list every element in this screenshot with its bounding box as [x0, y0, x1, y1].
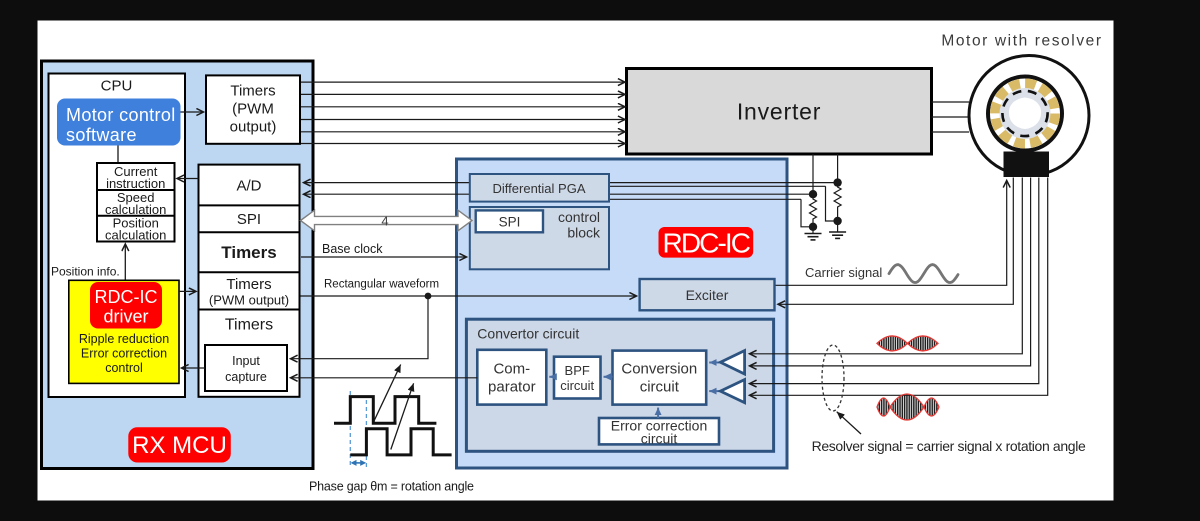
svg-text:Speed: Speed — [117, 190, 155, 205]
svg-text:parator: parator — [488, 379, 536, 396]
svg-text:Rectangular waveform: Rectangular waveform — [324, 279, 439, 291]
svg-text:Ripple reduction: Ripple reduction — [79, 332, 169, 346]
svg-text:Error correction: Error correction — [611, 418, 707, 434]
svg-text:SPI: SPI — [499, 214, 521, 229]
svg-text:output): output) — [230, 119, 277, 136]
svg-text:circuit: circuit — [560, 378, 594, 393]
svg-text:Motor control: Motor control — [66, 105, 176, 125]
svg-text:Timers: Timers — [226, 276, 271, 293]
svg-text:RDC-IC: RDC-IC — [663, 228, 751, 259]
svg-text:control: control — [105, 361, 143, 375]
svg-text:Com-: Com- — [493, 361, 530, 378]
svg-text:calculation: calculation — [105, 202, 166, 217]
svg-text:Phase gap θm = rotation angle: Phase gap θm = rotation angle — [309, 480, 474, 494]
svg-text:calculation: calculation — [105, 228, 166, 243]
svg-text:Current: Current — [114, 164, 158, 179]
svg-text:block: block — [567, 224, 601, 240]
svg-text:RX MCU: RX MCU — [132, 432, 227, 459]
svg-text:4: 4 — [381, 214, 388, 229]
svg-text:RDC-IC: RDC-IC — [95, 287, 158, 307]
svg-text:driver: driver — [103, 307, 148, 327]
svg-text:Timers: Timers — [225, 317, 273, 334]
svg-text:(PWM output): (PWM output) — [209, 293, 289, 308]
svg-text:Base clock: Base clock — [322, 242, 383, 256]
svg-text:software: software — [66, 125, 137, 145]
svg-text:Convertor circuit: Convertor circuit — [477, 326, 579, 342]
svg-text:SPI: SPI — [237, 211, 261, 228]
svg-text:Motor with resolver: Motor with resolver — [941, 33, 1102, 50]
svg-text:Carrier signal: Carrier signal — [805, 265, 882, 280]
svg-text:instruction: instruction — [106, 176, 165, 191]
svg-text:(PWM: (PWM — [232, 101, 274, 118]
svg-text:capture: capture — [225, 370, 267, 384]
svg-text:Exciter: Exciter — [686, 287, 729, 303]
svg-text:Differential PGA: Differential PGA — [493, 181, 586, 196]
svg-text:Position: Position — [113, 216, 159, 231]
svg-text:Conversion: Conversion — [621, 361, 697, 378]
svg-text:A/D: A/D — [236, 178, 261, 195]
svg-text:CPU: CPU — [101, 78, 133, 95]
svg-text:Timers: Timers — [221, 243, 276, 262]
svg-text:circuit: circuit — [640, 379, 680, 396]
svg-text:control: control — [558, 209, 600, 225]
svg-text:Timers: Timers — [230, 83, 275, 100]
svg-text:Input: Input — [232, 354, 260, 368]
svg-text:Position info.: Position info. — [51, 265, 120, 279]
svg-text:Inverter: Inverter — [737, 99, 821, 125]
svg-text:Error correction: Error correction — [81, 347, 167, 361]
svg-text:circuit: circuit — [641, 431, 678, 447]
svg-text:Resolver signal = carrier sign: Resolver signal = carrier signal x rotat… — [812, 438, 1086, 454]
svg-text:BPF: BPF — [565, 363, 590, 378]
